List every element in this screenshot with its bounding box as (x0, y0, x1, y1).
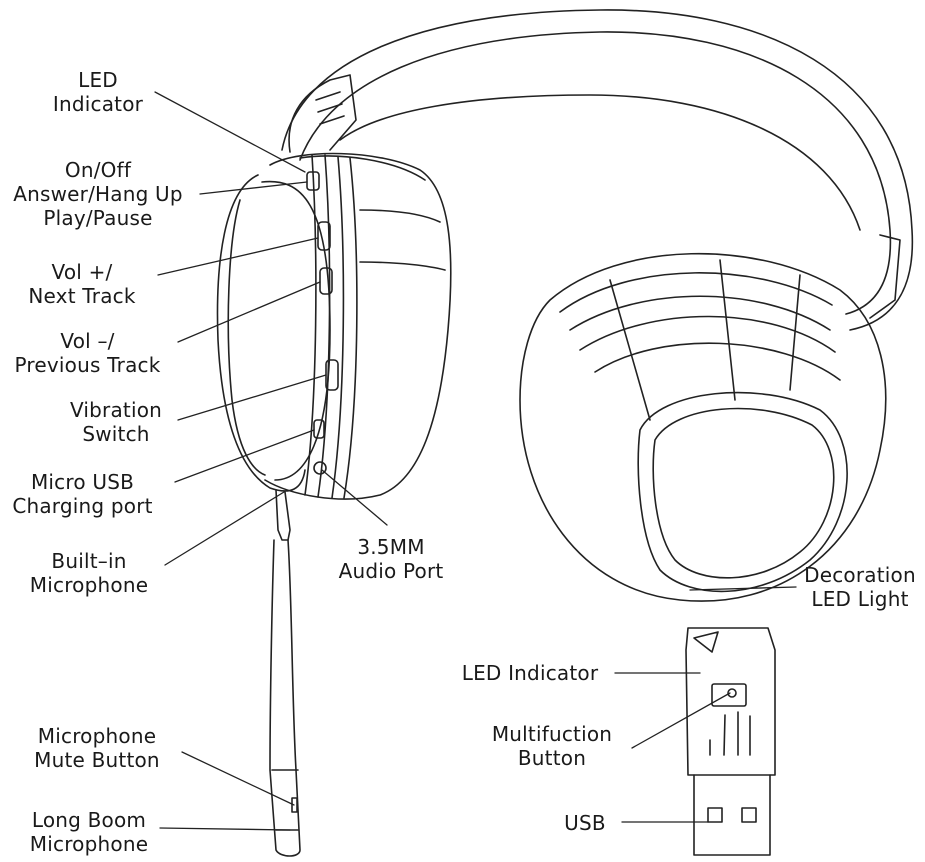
label-dongle-led: LED Indicator (450, 661, 610, 685)
label-vol-down: Vol –/ Previous Track (0, 329, 175, 377)
label-line: LED Light (811, 587, 909, 611)
label-line: Built–in (51, 549, 127, 573)
leader-audio-port (321, 469, 388, 526)
label-builtin-microphone: Built–in Microphone (20, 549, 158, 597)
label-line: Vol +/ (51, 260, 113, 284)
right-ear-cup (519, 252, 887, 602)
label-line: Microphone (37, 724, 157, 748)
label-line: Vol –/ (60, 329, 115, 353)
label-line: USB (564, 811, 606, 835)
label-line: Micro USB (30, 470, 135, 494)
leader-micro-usb (174, 429, 315, 483)
label-vol-up: Vol +/ Next Track (12, 260, 152, 308)
label-micro-usb: Micro USB Charging port (0, 470, 165, 518)
leader-vol-up (157, 237, 319, 276)
label-line: Long Boom (31, 808, 147, 832)
label-usb: USB (555, 811, 615, 835)
usb-dongle (685, 627, 776, 856)
leader-long-boom (159, 827, 291, 831)
label-line: Charging port (12, 494, 153, 518)
leader-builtin-mic (164, 491, 285, 566)
left-ear-cup (216, 152, 452, 500)
leader-decoration-led (689, 586, 797, 591)
label-line: Decoration (804, 563, 916, 587)
label-line: On/Off (64, 158, 132, 182)
leader-vol-down (177, 281, 321, 343)
label-power-button: On/Off Answer/Hang Up Play/Pause (0, 158, 196, 230)
headband (281, 9, 914, 331)
leader-mic-mute (181, 751, 295, 806)
label-line: Play/Pause (43, 206, 153, 230)
label-line: Microphone (29, 573, 149, 597)
label-decoration-led: Decoration LED Light (795, 563, 925, 611)
label-line: Answer/Hang Up (13, 182, 183, 206)
label-line: Audio Port (338, 559, 444, 583)
label-multifunction-button: Multifuction Button (482, 722, 622, 770)
label-led-indicator: LED Indicator (48, 68, 148, 116)
label-line: Indicator (52, 92, 144, 116)
label-line: 3.5MM (357, 535, 425, 559)
label-line: Microphone (29, 832, 149, 856)
leader-power (199, 181, 308, 195)
label-vibration-switch: Vibration Switch (55, 398, 177, 446)
label-line: Next Track (28, 284, 136, 308)
label-long-boom: Long Boom Microphone (18, 808, 160, 856)
leader-vibration (177, 374, 327, 421)
label-audio-port: 3.5MM Audio Port (330, 535, 452, 583)
label-line: Previous Track (14, 353, 161, 377)
label-line: Mute Button (34, 748, 160, 772)
label-line: LED Indicator (461, 661, 599, 685)
label-line: Vibration (69, 398, 163, 422)
label-line: LED (78, 68, 118, 92)
label-line: Button (517, 746, 587, 770)
label-line: Switch (82, 422, 150, 446)
leader-multifunction (631, 692, 731, 749)
leader-lines (154, 91, 797, 831)
leader-led-indicator (154, 91, 306, 173)
label-mic-mute: Microphone Mute Button (22, 724, 172, 772)
label-line: Multifuction (491, 722, 613, 746)
